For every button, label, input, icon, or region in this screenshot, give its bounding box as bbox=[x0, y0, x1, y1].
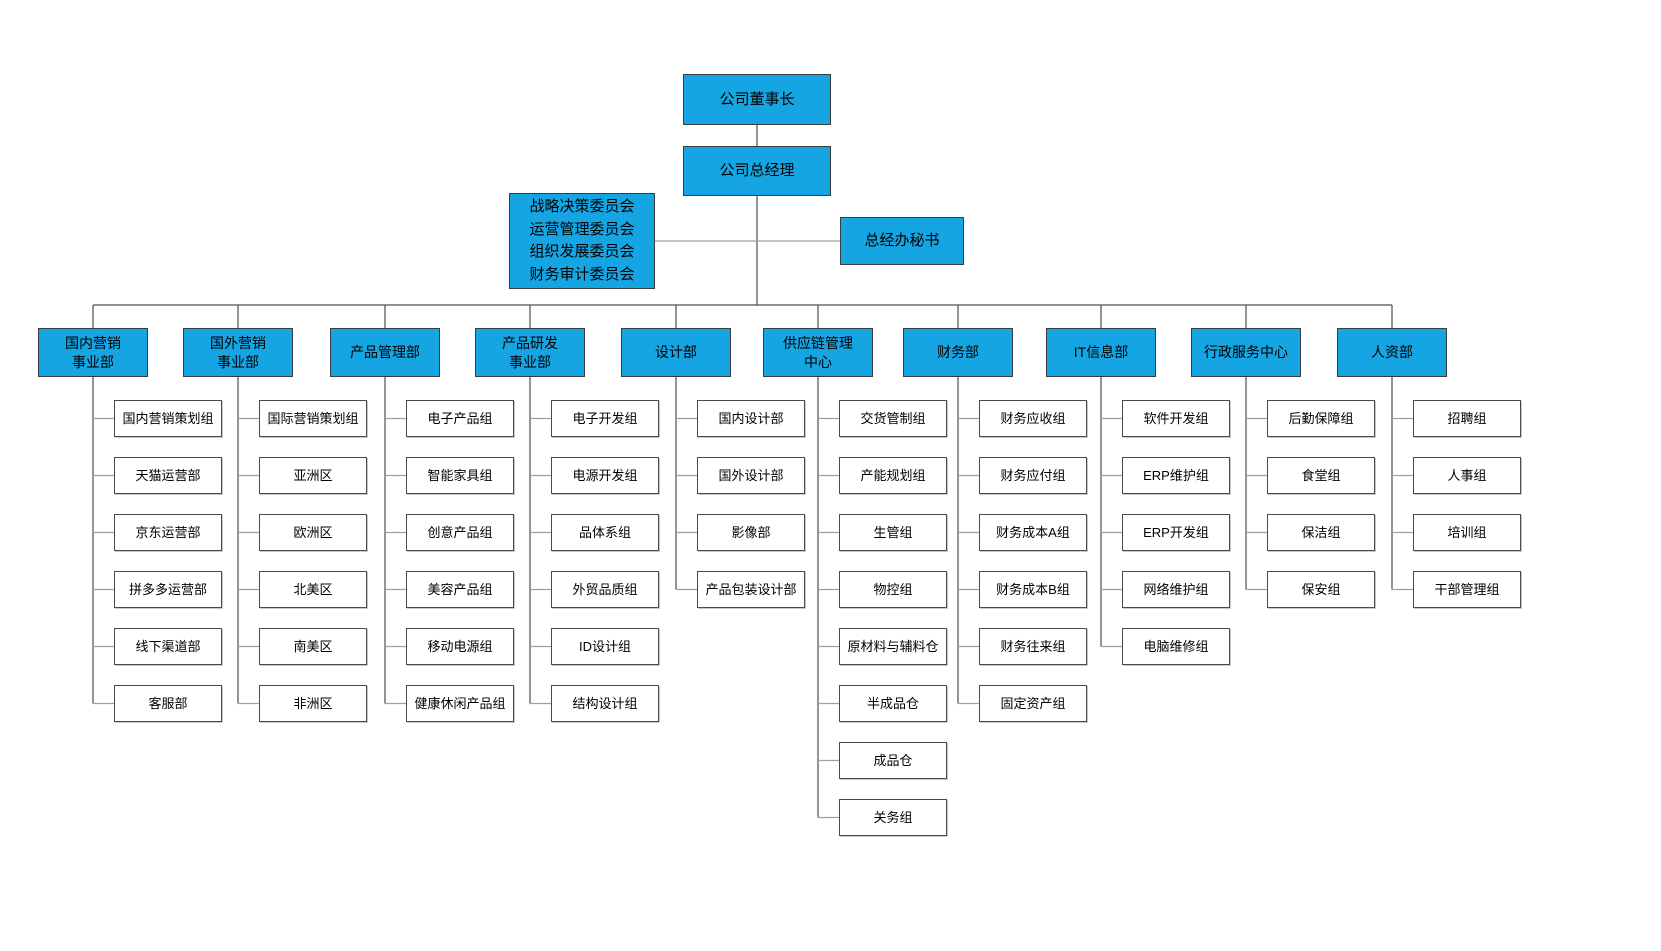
team-node: 外贸品质组 bbox=[551, 571, 659, 608]
team-node: 半成品仓 bbox=[839, 685, 947, 722]
team-node: 物控组 bbox=[839, 571, 947, 608]
team-node: 京东运营部 bbox=[114, 514, 222, 551]
team-node: 非洲区 bbox=[259, 685, 367, 722]
team-node: 客服部 bbox=[114, 685, 222, 722]
team-node: 招聘组 bbox=[1413, 400, 1521, 437]
team-node: 成品仓 bbox=[839, 742, 947, 779]
team-node: 创意产品组 bbox=[406, 514, 514, 551]
team-node: 品体系组 bbox=[551, 514, 659, 551]
team-node: 食堂组 bbox=[1267, 457, 1375, 494]
team-node: 电脑维修组 bbox=[1122, 628, 1230, 665]
node-secretary: 总经办秘书 bbox=[840, 217, 964, 265]
team-node: 国内营销策划组 bbox=[114, 400, 222, 437]
team-node: 财务往来组 bbox=[979, 628, 1087, 665]
department-node: 设计部 bbox=[621, 328, 731, 377]
team-node: 天猫运营部 bbox=[114, 457, 222, 494]
department-node: 产品管理部 bbox=[330, 328, 440, 377]
department-node: 财务部 bbox=[903, 328, 1013, 377]
team-node: 美容产品组 bbox=[406, 571, 514, 608]
team-node: 人事组 bbox=[1413, 457, 1521, 494]
team-node: ERP维护组 bbox=[1122, 457, 1230, 494]
team-node: 亚洲区 bbox=[259, 457, 367, 494]
team-node: 电子产品组 bbox=[406, 400, 514, 437]
team-node: 固定资产组 bbox=[979, 685, 1087, 722]
team-node: 智能家具组 bbox=[406, 457, 514, 494]
team-node: 培训组 bbox=[1413, 514, 1521, 551]
department-node: IT信息部 bbox=[1046, 328, 1156, 377]
team-node: 财务成本B组 bbox=[979, 571, 1087, 608]
team-node: 干部管理组 bbox=[1413, 571, 1521, 608]
team-node: 网络维护组 bbox=[1122, 571, 1230, 608]
team-node: 南美区 bbox=[259, 628, 367, 665]
department-node: 人资部 bbox=[1337, 328, 1447, 377]
department-node: 供应链管理 中心 bbox=[763, 328, 873, 377]
team-node: 北美区 bbox=[259, 571, 367, 608]
team-node: 交货管制组 bbox=[839, 400, 947, 437]
team-node: 拼多多运营部 bbox=[114, 571, 222, 608]
team-node: 财务应付组 bbox=[979, 457, 1087, 494]
team-node: 结构设计组 bbox=[551, 685, 659, 722]
department-node: 行政服务中心 bbox=[1191, 328, 1301, 377]
team-node: 保安组 bbox=[1267, 571, 1375, 608]
team-node: 原材料与辅料仓 bbox=[839, 628, 947, 665]
team-node: 移动电源组 bbox=[406, 628, 514, 665]
team-node: 电源开发组 bbox=[551, 457, 659, 494]
node-committees: 战略决策委员会 运营管理委员会 组织发展委员会 财务审计委员会 bbox=[509, 193, 655, 289]
team-node: 保洁组 bbox=[1267, 514, 1375, 551]
team-node: 线下渠道部 bbox=[114, 628, 222, 665]
team-node: 国内设计部 bbox=[697, 400, 805, 437]
department-node: 国外营销 事业部 bbox=[183, 328, 293, 377]
team-node: 电子开发组 bbox=[551, 400, 659, 437]
team-node: ID设计组 bbox=[551, 628, 659, 665]
team-node: 后勤保障组 bbox=[1267, 400, 1375, 437]
department-node: 国内营销 事业部 bbox=[38, 328, 148, 377]
node-general-manager: 公司总经理 bbox=[683, 146, 831, 196]
team-node: 影像部 bbox=[697, 514, 805, 551]
team-node: 生管组 bbox=[839, 514, 947, 551]
team-node: 关务组 bbox=[839, 799, 947, 836]
team-node: 国际营销策划组 bbox=[259, 400, 367, 437]
team-node: ERP开发组 bbox=[1122, 514, 1230, 551]
team-node: 国外设计部 bbox=[697, 457, 805, 494]
team-node: 财务成本A组 bbox=[979, 514, 1087, 551]
team-node: 财务应收组 bbox=[979, 400, 1087, 437]
team-node: 产品包装设计部 bbox=[697, 571, 805, 608]
team-node: 健康休闲产品组 bbox=[406, 685, 514, 722]
department-node: 产品研发 事业部 bbox=[475, 328, 585, 377]
node-chairman: 公司董事长 bbox=[683, 74, 831, 125]
team-node: 欧洲区 bbox=[259, 514, 367, 551]
team-node: 软件开发组 bbox=[1122, 400, 1230, 437]
team-node: 产能规划组 bbox=[839, 457, 947, 494]
